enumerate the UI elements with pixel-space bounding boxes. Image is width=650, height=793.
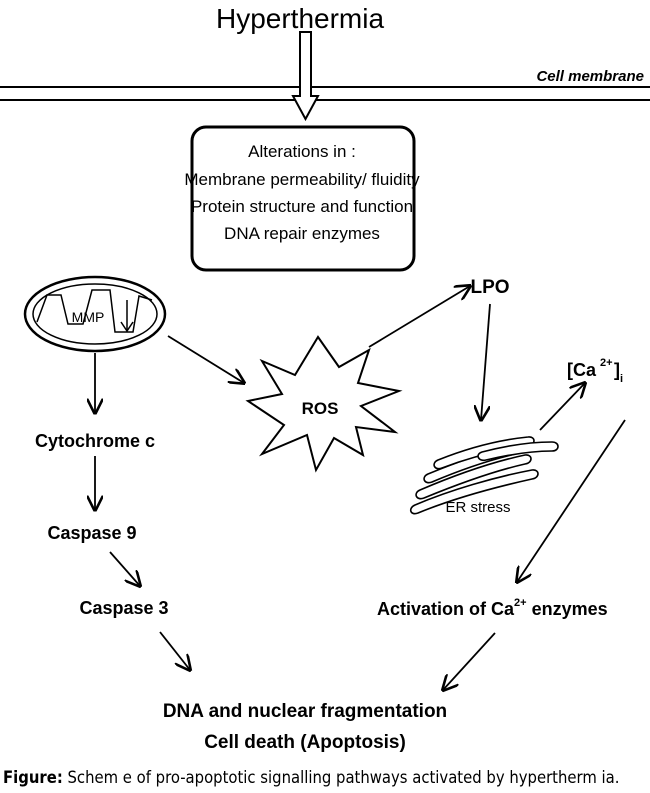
- ros-label: ROS: [302, 399, 339, 418]
- svg-text:Activation of Ca2+ enzymes: Activation of Ca2+ enzymes: [377, 597, 608, 619]
- alterations-heading: Alterations in :: [248, 142, 356, 161]
- calcium-label: [Ca 2+ ] i: [567, 357, 623, 385]
- arrow-calcium-to-enzymes: [517, 419, 626, 582]
- cytochrome-c-label: Cytochrome c: [35, 431, 155, 451]
- arrow-er-to-calcium: [539, 383, 585, 431]
- calcium-enzymes-label: Activation of Ca2+ enzymes: [377, 597, 608, 619]
- arrow-caspase3-to-dna: [159, 631, 190, 670]
- dna-fragmentation-label: DNA and nuclear fragmentation: [163, 701, 447, 722]
- arrow-lpo-to-er: [481, 303, 491, 420]
- hyperthermia-label: Hyperthermia: [216, 3, 384, 34]
- figure-caption-label: Figure:: [3, 768, 63, 787]
- svg-text:[Ca: [Ca: [567, 360, 597, 380]
- arrow-caspase9-to-caspase3: [109, 551, 140, 586]
- cell-membrane-label: Cell membrane: [536, 68, 644, 85]
- alterations-box: [190, 125, 416, 272]
- alteration-item-membrane: Membrane permeability/ fluidity: [184, 170, 420, 189]
- svg-text:]: ]: [614, 360, 620, 380]
- alteration-item-dna-repair: DNA repair enzymes: [224, 224, 380, 243]
- arrow-mmp-to-ros: [167, 335, 244, 383]
- endoplasmic-reticulum-icon: [409, 436, 559, 515]
- mmp-label: MMP: [72, 309, 105, 325]
- alteration-item-protein: Protein structure and function: [191, 197, 413, 216]
- ros-starburst: [245, 335, 403, 473]
- arrow-enzymes-to-dna: [443, 632, 496, 690]
- caspase-9-label: Caspase 9: [47, 523, 136, 543]
- svg-text:2+: 2+: [600, 357, 613, 369]
- figure-caption-text: Schem e of pro-apoptotic signalling path…: [62, 768, 620, 787]
- hyperthermia-arrow: [291, 31, 320, 122]
- svg-text:i: i: [620, 373, 623, 385]
- cell-death-label: Cell death (Apoptosis): [204, 732, 406, 753]
- figure-caption: Figure: Schem e of pro-apoptotic signall…: [0, 762, 650, 793]
- caspase-3-label: Caspase 3: [79, 598, 168, 618]
- lpo-label: LPO: [470, 277, 509, 298]
- er-stress-label: ER stress: [445, 499, 510, 516]
- arrow-ros-to-lpo: [368, 286, 470, 348]
- mitochondrion-icon: [23, 275, 167, 353]
